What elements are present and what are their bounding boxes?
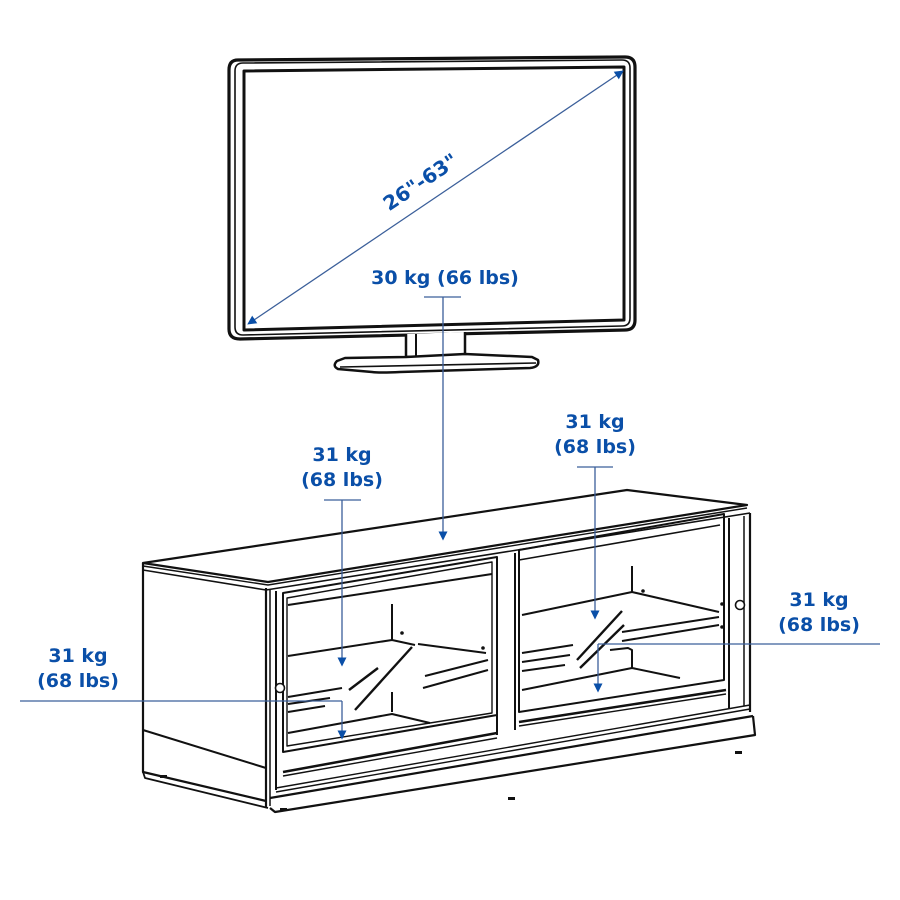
tv-max-weight-text: 30 kg (66 lbs) — [371, 267, 519, 289]
top-right-shelf-lbs: (68 lbs) — [554, 436, 636, 458]
top-left-shelf-load-label: 31 kg (68 lbs) — [292, 443, 392, 493]
bottom-left-shelf-kg: 31 kg — [48, 645, 108, 667]
top-right-shelf-load-label: 31 kg (68 lbs) — [545, 410, 645, 460]
load-arrows — [20, 296, 880, 740]
bottom-left-shelf-load-label: 31 kg (68 lbs) — [28, 644, 128, 694]
top-left-shelf-kg: 31 kg — [312, 444, 372, 466]
bottom-left-shelf-lbs: (68 lbs) — [37, 670, 119, 692]
bottom-right-shelf-lbs: (68 lbs) — [778, 614, 860, 636]
bottom-right-shelf-load-label: 31 kg (68 lbs) — [769, 588, 869, 638]
top-left-shelf-lbs: (68 lbs) — [301, 469, 383, 491]
tv-bench-illustration — [141, 488, 757, 814]
top-right-shelf-kg: 31 kg — [565, 411, 625, 433]
diagonal-dimension-arrow — [247, 70, 624, 325]
tv-max-weight-label: 30 kg (66 lbs) — [360, 266, 530, 291]
bottom-right-shelf-kg: 31 kg — [789, 589, 849, 611]
